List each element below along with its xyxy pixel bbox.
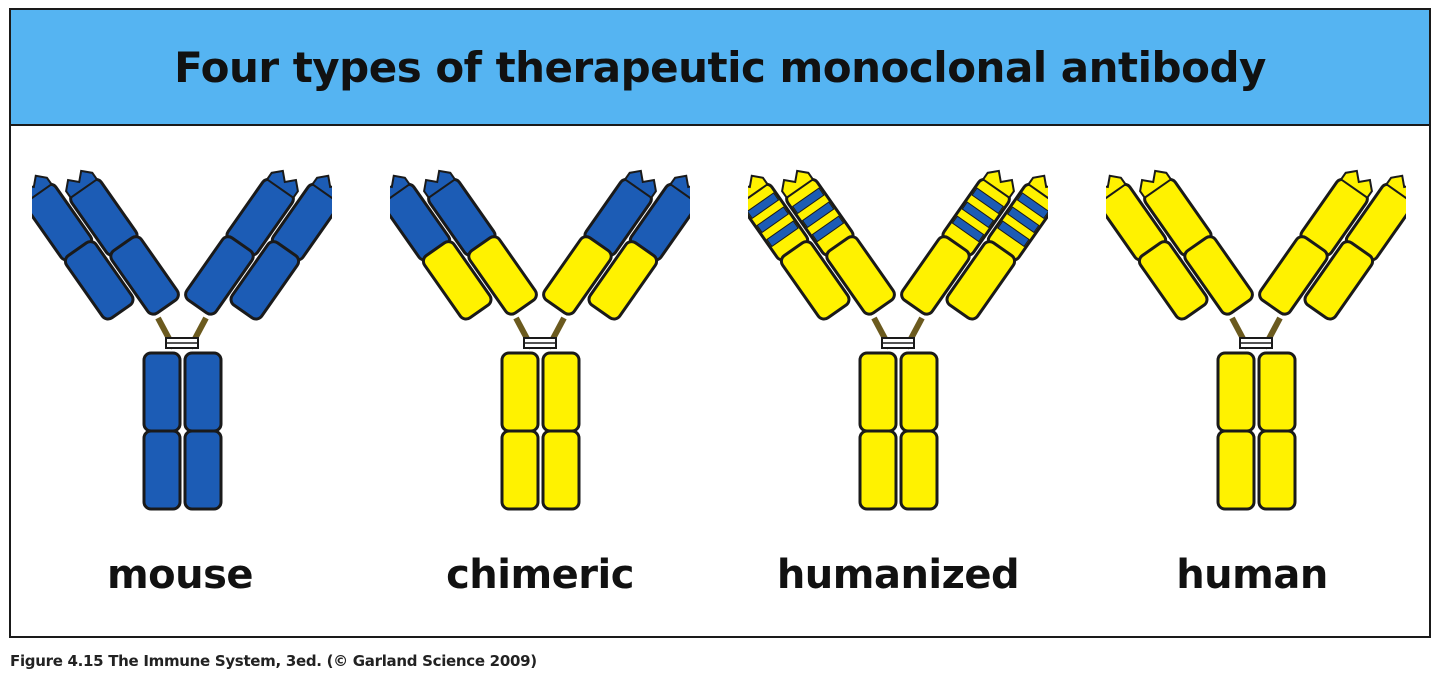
antibody-arm-right [542, 169, 690, 321]
antibody-chimeric [390, 168, 690, 518]
figure-frame: Four types of therapeutic monoclonal ant… [9, 8, 1431, 638]
antibody-humanized-drawing [748, 169, 1048, 511]
label-human: human [1176, 552, 1328, 598]
label-mouse: mouse [106, 552, 254, 598]
antibody-human [1106, 168, 1406, 518]
antibody-chimeric-drawing [390, 169, 690, 511]
antibody-arm-left [32, 169, 180, 321]
label-chimeric: chimeric [446, 552, 634, 598]
label-humanized: humanized [776, 552, 1020, 598]
antibody-mouse [32, 168, 332, 518]
figure-title: Four types of therapeutic monoclonal ant… [174, 42, 1266, 92]
antibody-arm-right [1258, 169, 1406, 321]
antibody-humanized [748, 168, 1048, 518]
title-banner: Four types of therapeutic monoclonal ant… [11, 10, 1429, 126]
antibody-arm-left [1106, 169, 1254, 321]
antibody-arm-left [390, 169, 538, 321]
antibody-mouse-drawing [32, 169, 332, 511]
antibody-arm-right [184, 169, 332, 321]
antibody-human-drawing [1106, 169, 1406, 511]
figure-caption: Figure 4.15 The Immune System, 3ed. (© G… [10, 652, 537, 670]
antibody-arm-left [748, 169, 896, 321]
antibody-arm-right [900, 169, 1048, 321]
